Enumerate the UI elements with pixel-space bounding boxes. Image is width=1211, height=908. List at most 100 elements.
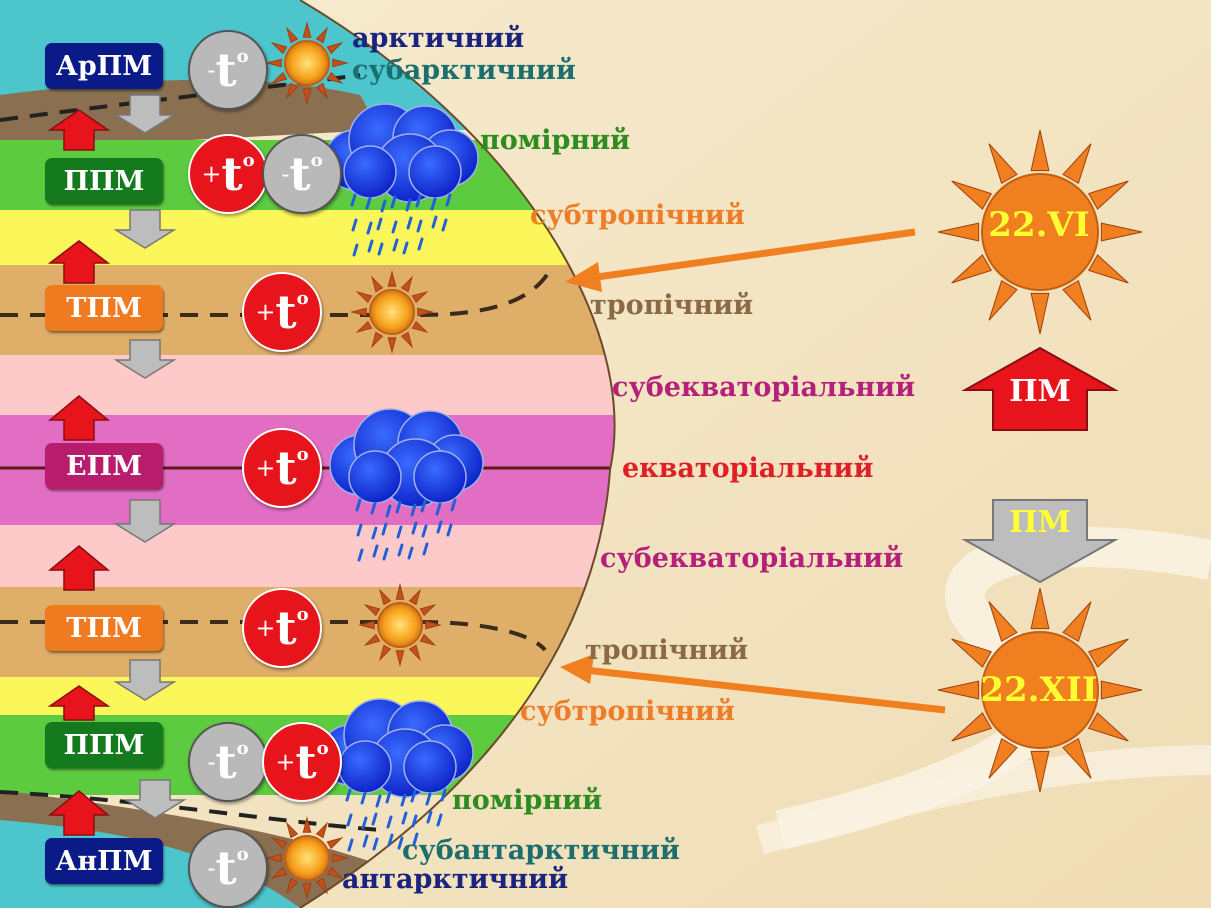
sun-ray [1087, 712, 1129, 742]
sun-ray [1030, 129, 1050, 172]
temp-degree: о [296, 603, 309, 625]
sun-ray [363, 604, 381, 617]
rain-drop [411, 521, 418, 535]
sun-ray [286, 821, 299, 839]
temp-symbol: t [215, 841, 237, 895]
solstice-suns [937, 129, 1143, 793]
background-swirl-2 [755, 745, 1211, 855]
rain-drop [372, 837, 379, 851]
sun-ray [363, 633, 381, 646]
zone-label-subarctic: субарктичний [352, 55, 576, 86]
rain-drop [422, 542, 429, 556]
pm-down-arrow [961, 499, 1119, 584]
sun-ray [358, 620, 375, 630]
sun-ray [1062, 143, 1092, 185]
sun-ray [937, 680, 980, 700]
sun-ray [988, 737, 1018, 779]
sun-ray [400, 331, 413, 349]
rain-drop [361, 816, 368, 830]
rain-drop [370, 501, 377, 515]
sun-ray [1087, 638, 1129, 668]
temp-sign: - [207, 854, 216, 882]
sun-body [981, 631, 1099, 749]
zone-label-subtropical-north: субтропічний [530, 200, 745, 231]
rain-drop [421, 524, 428, 538]
temp-symbol: t [295, 735, 317, 789]
temp-sign: - [207, 748, 216, 776]
rain-drop [377, 242, 384, 256]
rain-clouds [319, 103, 484, 852]
sun-ray [302, 88, 312, 105]
sun-ray [1100, 222, 1143, 242]
sun-ray [379, 644, 392, 662]
sun-ray [988, 601, 1018, 643]
temp-degree: о [242, 149, 255, 171]
temp-degree: о [236, 45, 249, 67]
rain-drop [380, 199, 387, 213]
rain-drop [411, 814, 418, 828]
rain-drop [425, 792, 432, 806]
rain-drop [385, 504, 392, 518]
air-mass-temperate-south: ППМ [45, 722, 163, 768]
sun-ray [1030, 292, 1050, 335]
red-arrow [47, 790, 111, 836]
sun-ray [355, 291, 373, 304]
rain-drop [362, 834, 369, 848]
temp-degree: о [236, 737, 249, 759]
band-subarctic-n [0, 79, 380, 150]
gray-arrow [113, 339, 177, 379]
rain-drop [352, 243, 359, 257]
sun-ray [315, 26, 328, 44]
band-subequatorial-n [0, 355, 615, 415]
sun-ray [387, 270, 397, 287]
sun-ray [371, 331, 384, 349]
temp-sign: - [207, 56, 216, 84]
air-mass-arctic: АрПМ [45, 43, 163, 89]
temp-degree: о [316, 737, 329, 759]
gray-arrow [113, 659, 177, 701]
rain-drop [391, 220, 398, 234]
rain-drop [392, 238, 399, 252]
sun-ray [400, 275, 413, 293]
temp-symbol: t [215, 43, 237, 97]
sun-ray [350, 307, 367, 317]
sun-ray [265, 58, 282, 68]
air-mass-antarctic: АнПМ [45, 838, 163, 884]
temp-degree: о [310, 149, 323, 171]
temp-symbol: t [221, 147, 243, 201]
antarctic-front-s [0, 790, 381, 832]
rain-drop [360, 791, 367, 805]
cloud-temperate-north [324, 103, 479, 257]
pm-up-label: ПМ [1009, 374, 1071, 409]
sun-ray [1030, 750, 1050, 793]
air-mass-tropical-south: ТПМ [45, 605, 163, 651]
sun-ray [286, 877, 299, 895]
sun-ray [951, 638, 993, 668]
sun-body [284, 40, 330, 86]
sun-ray [425, 620, 442, 630]
cloud-puff [413, 450, 467, 504]
red-arrow [47, 240, 111, 284]
temp-symbol: t [275, 441, 297, 495]
rain-drop [420, 499, 427, 513]
sun-ray [408, 588, 421, 606]
sunray-arrow-june [589, 228, 916, 282]
rain-drop [387, 833, 394, 847]
temp-degree: о [236, 843, 249, 865]
sun-ray [951, 712, 993, 742]
rain-drop [436, 813, 443, 827]
rain-drop [446, 523, 453, 537]
rain-drop [390, 195, 397, 209]
rain-drop [436, 520, 443, 534]
sun-ray [270, 837, 288, 850]
rain-drop [347, 838, 354, 852]
small-sun-antarctic [265, 816, 349, 900]
zone-label-temperate-north: помірний [480, 125, 631, 156]
small-sun-tropical-north [350, 270, 434, 354]
